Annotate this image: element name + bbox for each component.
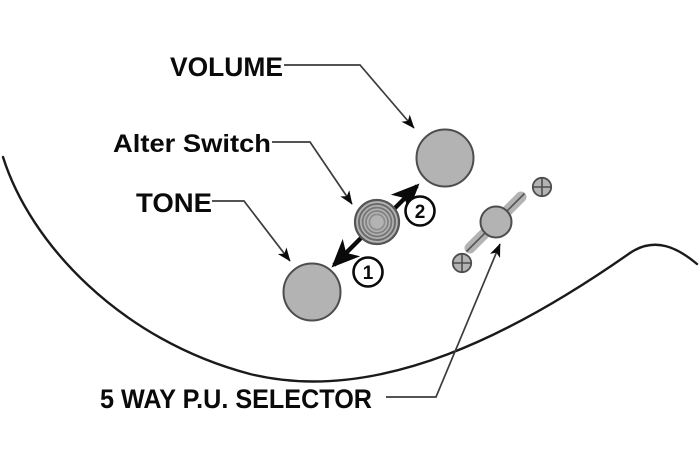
tone-knob[interactable]	[282, 262, 342, 322]
badge-1-label: 1	[363, 263, 374, 284]
leader-line-selector	[386, 243, 501, 398]
guitar-body-outline	[1, 155, 699, 383]
mounting-screw-upper	[531, 176, 553, 198]
leader-line-alter-switch	[272, 141, 353, 205]
badge-2: 2	[404, 195, 436, 227]
badge-2-label: 2	[415, 202, 426, 223]
leader-line-volume	[284, 64, 415, 129]
mounting-screw-lower	[451, 252, 473, 274]
alter-switch-knob[interactable]	[353, 198, 401, 246]
label-alter-switch: Alter Switch	[113, 130, 271, 158]
volume-knob[interactable]	[415, 128, 475, 188]
leader-line-tone	[212, 200, 291, 262]
label-volume: VOLUME	[170, 52, 283, 82]
motion-arrow-down-left	[331, 232, 367, 268]
label-selector: 5 WAY P.U. SELECTOR	[100, 384, 372, 414]
badge-1: 1	[352, 256, 384, 288]
label-tone: TONE	[136, 188, 212, 218]
pickup-selector-lever[interactable]	[464, 191, 527, 254]
